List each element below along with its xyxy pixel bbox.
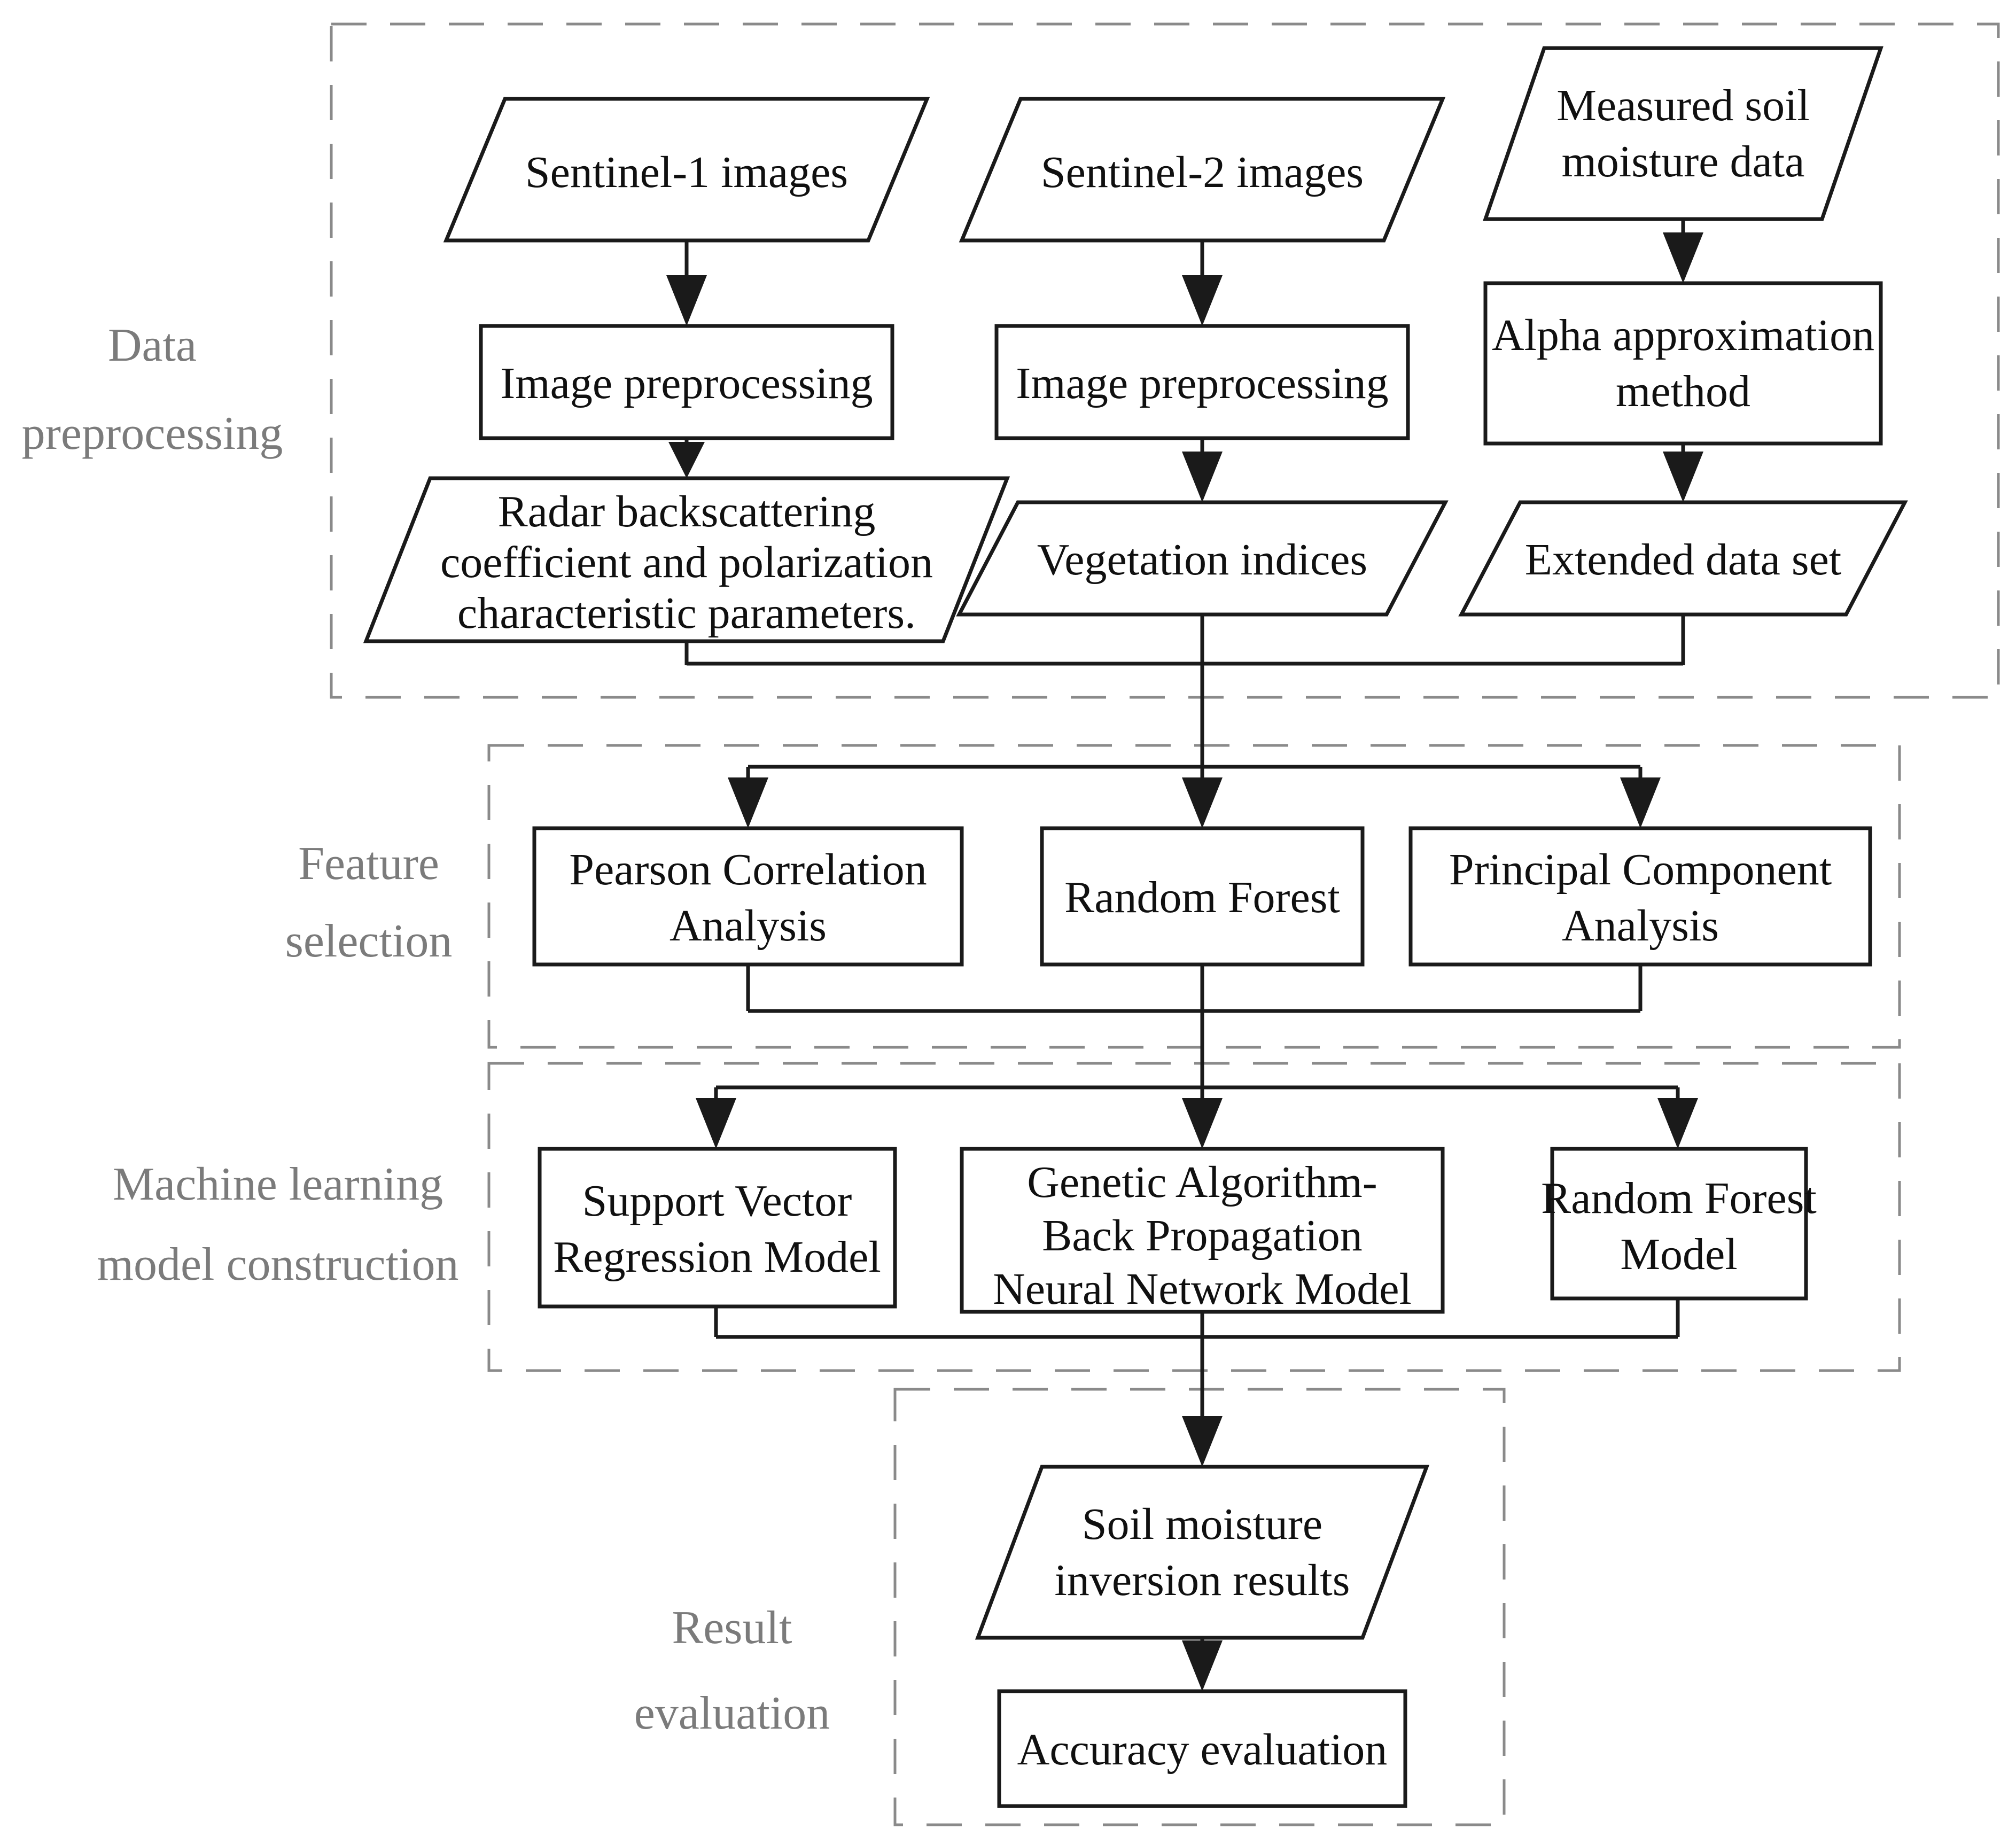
label-radar-backscatter-line2: coefficient and polarization (440, 538, 933, 587)
arrowhead-to-random-forest (1182, 777, 1223, 828)
label-svr-line2: Regression Model (553, 1232, 881, 1282)
node-extended-data-set (1458, 500, 1908, 617)
label-measured-soil-line1: Measured soil (1556, 81, 1810, 130)
arrowhead-to-svr (696, 1098, 736, 1149)
arrowheads (666, 232, 1703, 1691)
label-ga-bp-line3: Neural Network Model (993, 1264, 1412, 1314)
arrowhead-to-extended-data-set (1663, 452, 1703, 502)
connector-s1-merge (684, 614, 1685, 666)
arrowhead-to-vegetation-indices (1182, 452, 1223, 502)
node-image-preprocessing-2 (994, 324, 1410, 440)
label-pca-line1: Principal Component (1449, 845, 1832, 894)
label-pca-line2: Analysis (1562, 901, 1719, 951)
section-label-result-evaluation-line2: evaluation (634, 1687, 830, 1739)
node-pearson-correlation (532, 826, 964, 967)
label-pearson-line1: Pearson Correlation (569, 845, 927, 894)
section-label-feature-selection-line1: Feature (298, 838, 439, 890)
label-alpha-approximation-line1: Alpha approximation (1492, 310, 1874, 360)
label-image-preprocessing-2: Image preprocessing (1016, 359, 1388, 408)
label-sentinel-2-images: Sentinel-2 images (1041, 147, 1364, 197)
arrowhead-to-rf-model (1657, 1098, 1698, 1149)
label-ga-bp-line2: Back Propagation (1042, 1211, 1363, 1261)
section-borders (330, 22, 2000, 1826)
node-random-forest-model (1550, 1147, 1808, 1301)
arrowhead-to-accuracy-evaluation (1182, 1640, 1223, 1691)
node-random-forest (1040, 826, 1365, 967)
node-principal-component (1408, 826, 1872, 967)
node-image-preprocessing-1 (479, 324, 894, 440)
node-ga-bp-neural-network (960, 1147, 1445, 1314)
label-extended-data-set: Extended data set (1525, 535, 1841, 585)
section-label-machine-learning-line2: model construction (97, 1239, 459, 1290)
section-box-result-evaluation (893, 1388, 1506, 1826)
connector-s2-merge (746, 964, 1643, 1013)
node-labels: Sentinel-1 images Sentinel-2 images Meas… (440, 81, 1874, 1775)
label-svr-line1: Support Vector (582, 1176, 852, 1226)
label-accuracy-evaluation: Accuracy evaluation (1017, 1725, 1388, 1775)
arrowhead-to-pearson (728, 777, 768, 828)
label-image-preprocessing-1: Image preprocessing (500, 359, 873, 408)
section-label-feature-selection-line2: selection (285, 915, 453, 967)
section-label-result-evaluation-line1: Result (672, 1602, 792, 1654)
node-vegetation-indices (956, 500, 1449, 617)
node-support-vector-regression (538, 1147, 897, 1309)
section-label-data-preprocessing-line1: Data (108, 320, 197, 371)
arrowhead-to-alpha-approximation (1663, 232, 1703, 283)
arrowhead-to-ga-bp (1182, 1098, 1223, 1149)
label-rf-model-line1: Random Forest (1541, 1173, 1817, 1223)
label-rf-model-line2: Model (1620, 1230, 1737, 1279)
label-ga-bp-line1: Genetic Algorithm- (1027, 1157, 1377, 1207)
node-sentinel-2-images (959, 97, 1446, 243)
section-label-data-preprocessing-line2: preprocessing (22, 408, 283, 460)
label-measured-soil-line2: moisture data (1562, 137, 1805, 186)
section-box-feature-selection (487, 744, 1901, 1049)
arrowhead-to-image-preprocessing-2 (1182, 275, 1223, 326)
node-measured-soil-moisture (1483, 46, 1883, 221)
label-radar-backscatter-line1: Radar backscattering (498, 487, 876, 536)
label-soil-inversion-line2: inversion results (1055, 1555, 1350, 1605)
section-box-data-preprocessing (330, 22, 2000, 699)
node-radar-backscatter (363, 476, 1010, 643)
node-shapes (363, 46, 1908, 1808)
label-alpha-approximation-line2: method (1616, 367, 1750, 416)
section-label-machine-learning-line1: Machine learning (113, 1158, 443, 1210)
arrowhead-to-pca (1620, 777, 1661, 828)
label-random-forest: Random Forest (1064, 873, 1340, 922)
node-sentinel-1-images (443, 97, 930, 243)
label-soil-inversion-line1: Soil moisture (1082, 1499, 1322, 1549)
arrowhead-to-radar-backscatter (668, 442, 705, 478)
connector-s3-merge (714, 1298, 1680, 1339)
label-vegetation-indices: Vegetation indices (1037, 535, 1367, 585)
label-radar-backscatter-line3: characteristic parameters. (457, 588, 916, 638)
node-accuracy-evaluation (997, 1689, 1407, 1808)
label-pearson-line2: Analysis (670, 901, 827, 951)
node-soil-moisture-inversion (975, 1465, 1430, 1640)
arrowhead-to-soil-inversion (1182, 1416, 1223, 1467)
node-alpha-approximation (1483, 281, 1883, 446)
arrowhead-to-image-preprocessing-1 (666, 275, 707, 326)
label-sentinel-1-images: Sentinel-1 images (525, 147, 848, 197)
section-box-machine-learning (487, 1062, 1901, 1372)
section-labels: Data preprocessing Feature selection Mac… (22, 320, 830, 1739)
